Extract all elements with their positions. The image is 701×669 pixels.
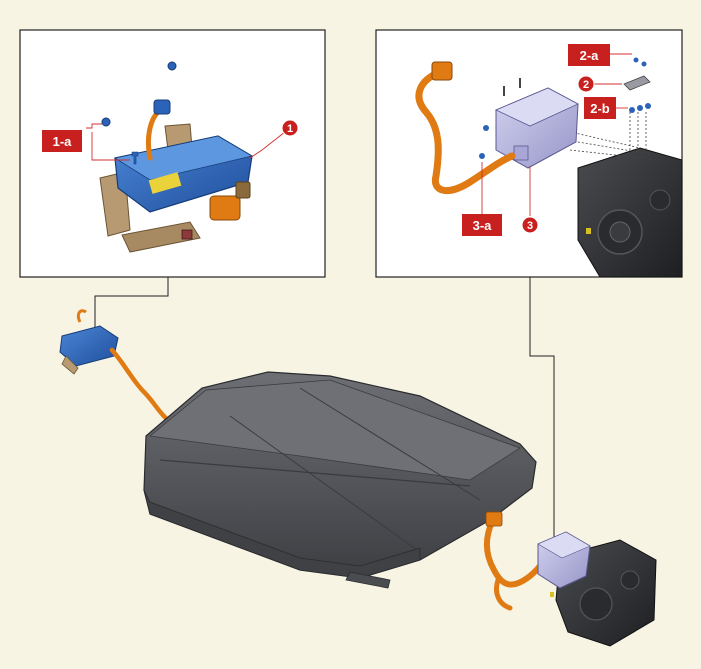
bolt-icon (167, 61, 177, 71)
hv-cable-main-connector (485, 511, 503, 527)
bolt-icon (633, 57, 639, 63)
callout-2b-box (584, 97, 616, 119)
charger-side-connector (209, 181, 251, 221)
bolt-icon (637, 105, 643, 111)
callout-1-circle (281, 119, 299, 137)
callout-2b: 2-b (590, 101, 610, 116)
callout-1a-box (42, 130, 82, 152)
callout-3a-box (462, 214, 502, 236)
hv-cable-main-lower (494, 577, 513, 611)
bolt-icon (641, 61, 647, 67)
bolt-icon (479, 153, 485, 159)
bolt-icon (131, 151, 139, 165)
hv-cable-connector (431, 61, 453, 81)
high-voltage-battery-pack (143, 371, 537, 589)
callout-3-circle (521, 216, 539, 234)
callout-2a-box (568, 44, 610, 66)
bolt-icon (483, 125, 489, 131)
leader-line-inverter (529, 277, 555, 544)
leader-line-charger (94, 277, 169, 340)
callout-1a: 1-a (53, 134, 73, 149)
bolt-icon (101, 117, 111, 127)
bolt-icon (629, 107, 635, 113)
bracket-part-2 (623, 75, 651, 91)
callout-2: 2 (583, 79, 589, 91)
callout-3a: 3-a (473, 218, 493, 233)
charger-connector (153, 99, 171, 115)
callout-2a: 2-a (580, 48, 600, 63)
charger-warning-label (148, 172, 182, 194)
bolt-icon (645, 103, 651, 109)
inverter-motor-assembly (537, 531, 657, 647)
bolt-icon (503, 78, 521, 96)
callout-1: 1 (287, 123, 293, 135)
callout-3: 3 (527, 220, 533, 232)
drive-motor (577, 147, 683, 278)
on-board-charger-small (59, 309, 119, 375)
charger-detail-panel: 1-a 1 (19, 29, 326, 278)
inverter-detail-panel: 2-a 2 2-b 3-a 3 (375, 29, 683, 278)
callout-2-circle (577, 75, 595, 93)
charger-small-connector (181, 229, 193, 240)
charging-cable (109, 347, 179, 429)
inverter (495, 87, 579, 169)
